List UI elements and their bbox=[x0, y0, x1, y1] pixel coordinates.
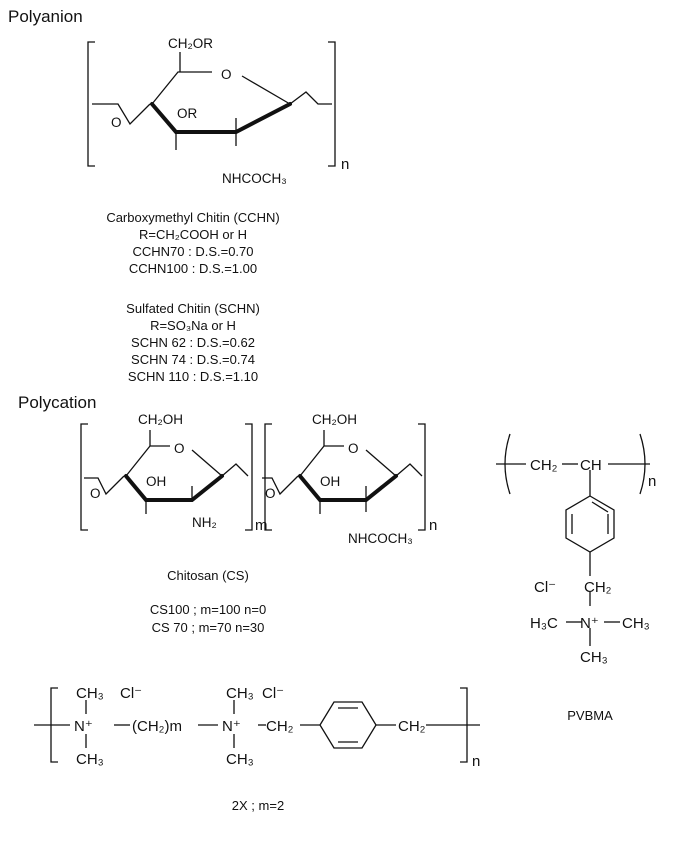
ring1-top-right bbox=[191, 449, 223, 477]
ionene-spacer: (CH₂)m bbox=[132, 718, 182, 735]
right-bracket bbox=[328, 41, 336, 167]
ring1-oh: OH bbox=[146, 474, 166, 489]
pvbma-benzyl-ch2: CH₂ bbox=[584, 579, 612, 596]
ionene-n1-ch3-top: CH₃ bbox=[76, 685, 104, 702]
ring-bold-edge bbox=[150, 102, 292, 134]
schn110-ds: SCHN 110 : D.S.=1.10 bbox=[128, 369, 258, 384]
pvbma-n-subscript: n bbox=[648, 473, 656, 490]
n-subscript: n bbox=[341, 156, 349, 173]
ionene-2x-structure: CH₃ Cl⁻ N⁺ (CH₂)m CH₃ CH₃ Cl⁻ N⁺ CH₂ CH₃… bbox=[34, 685, 480, 813]
polyanion-captions: Carboxymethyl Chitin (CCHN) R=CH₂COOH or… bbox=[106, 210, 279, 384]
cchn100-ds: CCHN100 : D.S.=1.00 bbox=[129, 261, 257, 276]
m-left-bracket bbox=[80, 423, 88, 531]
ch2or-label: CH₂OR bbox=[168, 36, 213, 51]
ring2-nhcoch3: NHCOCH₃ bbox=[348, 531, 413, 546]
ring2-link-right bbox=[395, 463, 423, 477]
pvbma-structure: CH₂ CH n Cl⁻ CH₂ H₃C N⁺ CH₃ CH₃ PVBMA bbox=[496, 433, 656, 723]
ring1-top-left bbox=[125, 445, 170, 477]
link-oxygen: O bbox=[111, 115, 122, 130]
ring1-ch2oh: CH₂OH bbox=[138, 412, 183, 427]
ring2-oh: OH bbox=[320, 474, 340, 489]
pvbma-ch2: CH₂ bbox=[530, 457, 558, 474]
ring1-link-oxygen: O bbox=[90, 486, 101, 501]
ring2-bold-edge bbox=[298, 474, 398, 502]
ionene-n2-plus: N⁺ bbox=[222, 718, 241, 735]
cs70-composition: CS 70 ; m=70 n=30 bbox=[152, 620, 265, 635]
ionene-caption: 2X ; m=2 bbox=[232, 798, 284, 813]
ionene-chloride-2: Cl⁻ bbox=[262, 685, 284, 702]
ring-top-left bbox=[151, 71, 212, 105]
glycosidic-left bbox=[92, 103, 151, 126]
ring1-oxygen: O bbox=[174, 441, 185, 456]
cs-title: Chitosan (CS) bbox=[167, 568, 249, 583]
polyanion-heading: Polyanion bbox=[8, 7, 83, 26]
pvbma-ch3-right: CH₃ bbox=[622, 615, 650, 632]
pvbma-ch: CH bbox=[580, 457, 602, 474]
glycosidic-right bbox=[289, 91, 332, 105]
pvbma-chloride: Cl⁻ bbox=[534, 579, 556, 596]
ionene-n2-ch3-top: CH₃ bbox=[226, 685, 254, 702]
ionene-n1-plus: N⁺ bbox=[74, 718, 93, 735]
schn62-ds: SCHN 62 : D.S.=0.62 bbox=[131, 335, 255, 350]
ring2-top-left bbox=[299, 445, 344, 477]
chitosan-captions: Chitosan (CS) CS100 ; m=100 n=0 CS 70 ; … bbox=[150, 568, 266, 635]
ionene-chloride-1: Cl⁻ bbox=[120, 685, 142, 702]
ring1-link-left bbox=[84, 475, 125, 496]
ionene-ch2-right: CH₂ bbox=[398, 718, 426, 735]
nhcoch3-label: NHCOCH₃ bbox=[222, 171, 287, 186]
pvbma-benzene-double-3 bbox=[591, 501, 609, 513]
ring2-link-left bbox=[262, 475, 299, 496]
ring2-ch2oh: CH₂OH bbox=[312, 412, 357, 427]
pvbma-benzene-ring bbox=[565, 495, 615, 553]
ionene-ch2-left: CH₂ bbox=[266, 718, 294, 735]
n-right-bracket bbox=[418, 423, 426, 531]
ring2-top-right bbox=[365, 449, 397, 477]
chitin-repeat-unit-structure: CH₂OR O OR O NHCOCH₃ n bbox=[87, 36, 349, 186]
ring2-oxygen: O bbox=[348, 441, 359, 456]
pvbma-ch3-bottom: CH₃ bbox=[580, 649, 608, 666]
cchn-title: Carboxymethyl Chitin (CCHN) bbox=[106, 210, 279, 225]
chitosan-structure: CH₂OH O OH O NH₂ m CH₂OH O OH O NHCOCH₃ … bbox=[80, 412, 437, 546]
or-label: OR bbox=[177, 106, 198, 121]
polycation-heading: Polycation bbox=[18, 393, 96, 412]
pvbma-n-plus: N⁺ bbox=[580, 615, 599, 632]
cchn-r: R=CH₂COOH or H bbox=[139, 227, 247, 242]
ionene-benzene-ring bbox=[319, 701, 377, 749]
ring2-link-oxygen: O bbox=[265, 486, 276, 501]
schn-title: Sulfated Chitin (SCHN) bbox=[126, 301, 260, 316]
ring1-bold-edge bbox=[124, 474, 224, 502]
n-subscript-chitosan: n bbox=[429, 517, 437, 534]
pvbma-caption: PVBMA bbox=[567, 708, 613, 723]
pvbma-h3c: H₃C bbox=[530, 615, 558, 632]
ionene-n2-ch3-bottom: CH₃ bbox=[226, 751, 254, 768]
schn74-ds: SCHN 74 : D.S.=0.74 bbox=[131, 352, 255, 367]
m-right-bracket bbox=[245, 423, 253, 531]
ring-oxygen: O bbox=[221, 67, 232, 82]
cchn70-ds: CCHN70 : D.S.=0.70 bbox=[132, 244, 253, 259]
nh2-label: NH₂ bbox=[192, 515, 217, 530]
n-left-bracket bbox=[264, 423, 272, 531]
ring1-link-right bbox=[221, 463, 249, 477]
left-bracket bbox=[87, 41, 95, 167]
cs100-composition: CS100 ; m=100 n=0 bbox=[150, 602, 266, 617]
m-subscript: m bbox=[255, 517, 268, 534]
schn-r: R=SO₃Na or H bbox=[150, 318, 236, 333]
ionene-n-subscript: n bbox=[472, 753, 480, 770]
ring-top-right bbox=[241, 75, 291, 105]
ionene-n1-ch3-bottom: CH₃ bbox=[76, 751, 104, 768]
